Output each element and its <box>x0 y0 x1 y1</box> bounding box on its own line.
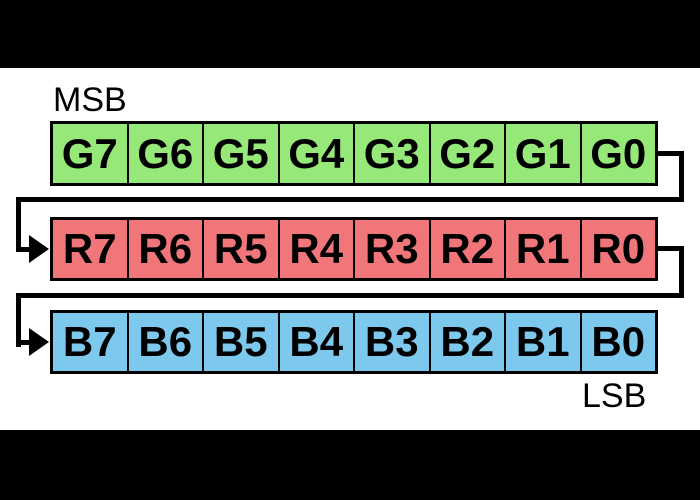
bit-cell-r1: R1 <box>504 220 580 278</box>
bit-cell-b1: B1 <box>504 313 580 371</box>
bit-cell-g4: G4 <box>277 124 353 183</box>
bit-cell-r0: R0 <box>579 220 655 278</box>
bit-cell-r2: R2 <box>428 220 504 278</box>
bit-cell-g2: G2 <box>428 124 504 183</box>
blue-byte-row: B7 B6 B5 B4 B3 B2 B1 B0 <box>50 310 658 374</box>
arrow-head-icon <box>29 235 49 263</box>
connector-segment <box>16 197 21 252</box>
bit-cell-b5: B5 <box>202 313 278 371</box>
bit-cell-b0: B0 <box>579 313 655 371</box>
connector-segment <box>16 247 30 252</box>
connector-segment <box>656 151 684 156</box>
letterbox-bar-bottom <box>0 430 700 500</box>
bit-cell-b4: B4 <box>277 313 353 371</box>
connector-segment <box>16 293 684 298</box>
bit-cell-r5: R5 <box>202 220 278 278</box>
msb-label: MSB <box>53 81 127 119</box>
connector-segment <box>679 151 684 202</box>
bit-cell-b3: B3 <box>353 313 429 371</box>
bit-cell-b2: B2 <box>428 313 504 371</box>
bit-cell-r3: R3 <box>353 220 429 278</box>
bit-cell-g3: G3 <box>353 124 429 183</box>
bit-cell-r4: R4 <box>277 220 353 278</box>
letterbox-bar-top <box>0 0 700 68</box>
connector-segment <box>656 246 684 251</box>
bit-cell-g7: G7 <box>53 124 127 183</box>
arrow-head-icon <box>29 328 49 356</box>
bit-cell-b7: B7 <box>53 313 127 371</box>
bit-cell-r7: R7 <box>53 220 127 278</box>
connector-segment <box>679 246 684 298</box>
bit-cell-g1: G1 <box>504 124 580 183</box>
bit-cell-g5: G5 <box>202 124 278 183</box>
connector-segment <box>16 340 30 345</box>
connector-segment <box>16 293 21 347</box>
bit-cell-r6: R6 <box>126 220 202 278</box>
lsb-label: LSB <box>582 377 647 415</box>
connector-segment <box>16 197 684 202</box>
bit-cell-g6: G6 <box>126 124 202 183</box>
red-byte-row: R7 R6 R5 R4 R3 R2 R1 R0 <box>50 217 658 281</box>
bit-cell-g0: G0 <box>579 124 655 183</box>
bit-cell-b6: B6 <box>126 313 202 371</box>
green-byte-row: G7 G6 G5 G4 G3 G2 G1 G0 <box>50 121 658 186</box>
